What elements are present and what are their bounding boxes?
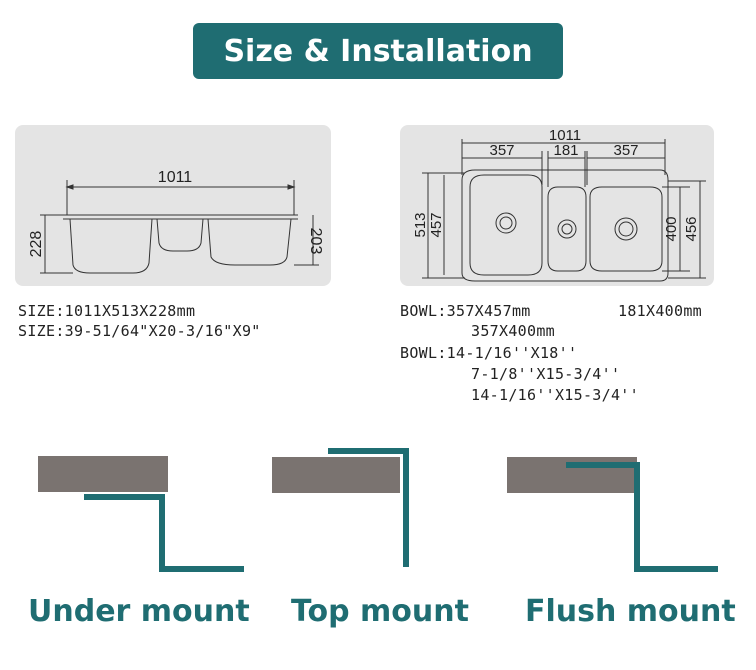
side-spec-inch: SIZE:39-51/64"X20-3/16"X9" [18,322,261,340]
top-bowl-mid-label: 181 [553,142,578,159]
under-mount-counter [38,456,168,492]
side-view-panel: 1011 228 203 [15,125,331,286]
under-mount-sink-edge [84,494,244,572]
flush-mount-illustration [507,457,718,572]
side-view-drawing: 1011 228 203 [28,169,324,274]
top-mount-label: Top mount [291,594,469,629]
top-mount-illustration [272,448,409,567]
bowl-spec-mm-mid: 181X400mm [618,302,702,320]
flush-mount-sink-edge [566,462,718,572]
top-mount-counter [272,457,400,493]
top-overall-width-label: 1011 [549,127,581,144]
side-left-height-label: 228 [28,231,45,258]
flush-mount-label: Flush mount [525,594,736,629]
under-mount-label: Under mount [28,594,250,629]
top-right-inner-height-label: 400 [663,216,680,241]
side-right-height-label: 203 [307,228,324,255]
top-bowl-left-label: 357 [489,142,514,159]
top-outer-height-label: 513 [412,212,429,237]
top-view-drawing: 1011 357 181 357 513 457 400 456 [412,127,706,282]
bowl-spec-mm-1: BOWL:357X457mm [400,302,531,320]
page-title: Size & Installation [223,33,533,69]
side-spec-mm: SIZE:1011X513X228mm [18,302,196,320]
bowl-spec-inch-2: 7-1/8''X15-3/4'' [471,365,621,383]
bowl-spec-mm-2: 357X400mm [471,322,555,340]
bowl-spec-inch-3: 14-1/16''X15-3/4'' [471,386,639,404]
top-right-outer-height-label: 456 [683,216,700,241]
page-title-banner: Size & Installation [193,23,563,79]
under-mount-illustration [38,456,244,572]
top-mount-sink-edge [328,448,409,567]
side-width-label: 1011 [158,169,193,186]
top-view-panel: 1011 357 181 357 513 457 400 456 [400,125,714,286]
top-inner-height-label: 457 [428,212,445,237]
bowl-spec-inch-1: BOWL:14-1/16''X18'' [400,344,578,362]
top-bowl-right-label: 357 [613,142,638,159]
